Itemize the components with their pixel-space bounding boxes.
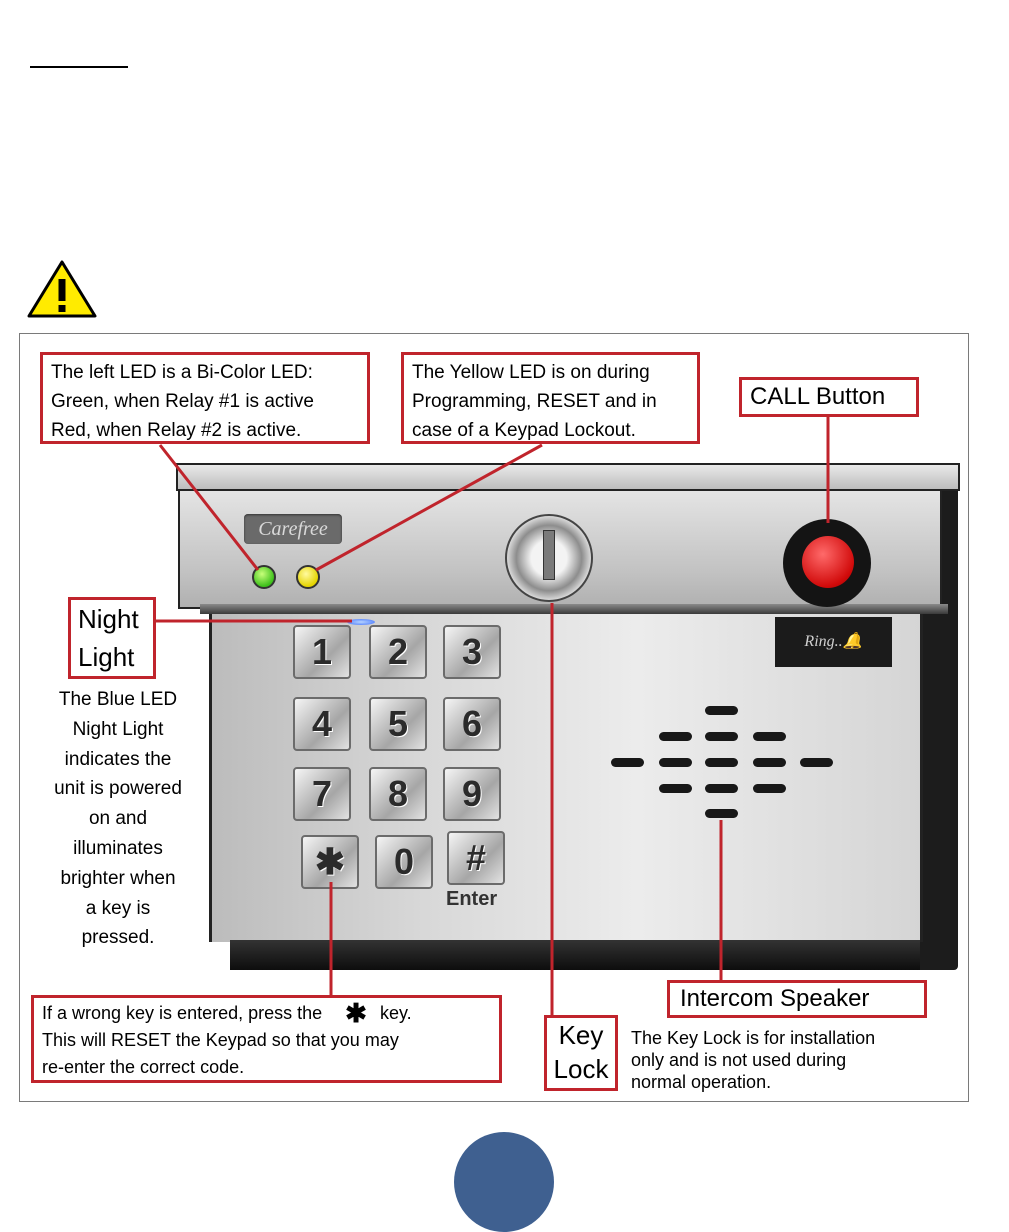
text-line: indicates the (64, 748, 172, 770)
speaker-slot (800, 758, 833, 767)
key-star: ✱ (301, 835, 359, 889)
callout-line: The left LED is a Bi-Color LED: (51, 362, 313, 383)
callout-wrong-key: If a wrong key is entered, press the ✱ k… (31, 995, 502, 1083)
device-top-face (176, 463, 960, 491)
enter-label: Enter (446, 888, 498, 910)
callout-line: re-enter the correct code. (42, 1057, 245, 1077)
callout-line: If a wrong key is entered, press the ✱ k… (42, 1000, 499, 1027)
callout-line: Red, when Relay #2 is active. (51, 420, 302, 441)
key-8: 8 (369, 767, 427, 821)
device-base (230, 940, 920, 970)
text-line: brighter when (60, 867, 176, 889)
key-2: 2 (369, 625, 427, 679)
key-7: 7 (293, 767, 351, 821)
key-lock-description: The Key Lock is for installation only an… (631, 1027, 875, 1093)
speaker-slot (753, 732, 786, 741)
key-0: 0 (375, 835, 433, 889)
callout-yellow-led: The Yellow LED is on during Programming,… (401, 352, 700, 444)
speaker-slot (705, 784, 738, 793)
speaker-slot (753, 758, 786, 767)
callout-line: Key (558, 1020, 604, 1050)
page-number-circle (454, 1132, 554, 1232)
bicolor-led (252, 565, 276, 589)
text-line: a key is (85, 897, 151, 919)
speaker-slot (659, 732, 692, 741)
callout-call-button: CALL Button (739, 377, 919, 417)
callout-text: If a wrong key is entered, press the (42, 1003, 323, 1023)
callout-line: Green, when Relay #1 is active (51, 391, 314, 412)
text-line: Night Light (72, 718, 164, 740)
callout-night-light: Night Light (68, 597, 156, 679)
callout-line: This will RESET the Keypad so that you m… (42, 1030, 399, 1050)
callout-line: Lock (553, 1054, 609, 1084)
callout-line: Programming, RESET and in (412, 391, 657, 412)
key-4: 4 (293, 697, 351, 751)
speaker-slot (659, 758, 692, 767)
callout-line: The Yellow LED is on during (412, 362, 650, 383)
callout-line: Night (78, 604, 139, 634)
callout-key-lock: Key Lock (544, 1015, 618, 1091)
yellow-led (296, 565, 320, 589)
speaker-slot (705, 706, 738, 715)
callout-line: Intercom Speaker (680, 985, 870, 1012)
night-light-description: The Blue LED Night Light indicates the u… (34, 685, 202, 953)
text-line: unit is powered (54, 778, 182, 800)
brand-plate: Carefree (244, 514, 342, 544)
device-separator-lip (200, 604, 948, 614)
text-line: The Blue LED (58, 689, 178, 710)
text-line: normal operation. (631, 1072, 772, 1092)
key-hash: # (447, 831, 505, 885)
text-line: on and (88, 808, 148, 830)
callout-intercom-speaker: Intercom Speaker (667, 980, 927, 1018)
text-line: The Key Lock is for installation (631, 1028, 876, 1048)
key-slot (543, 530, 555, 580)
keypad: 1 2 3 4 5 6 7 8 9 ✱ 0 # (293, 625, 505, 890)
callout-bicolor-led: The left LED is a Bi-Color LED: Green, w… (40, 352, 370, 444)
speaker-slot (705, 758, 738, 767)
key-6: 6 (443, 697, 501, 751)
key-5: 5 (369, 697, 427, 751)
speaker-slot (611, 758, 644, 767)
text-line: illuminates (73, 837, 163, 859)
callout-line: Light (78, 642, 135, 672)
key-9: 9 (443, 767, 501, 821)
asterisk-icon: ✱ (345, 998, 367, 1028)
text-line: pressed. (81, 927, 155, 949)
ring-sticker: Ring..🔔 (775, 617, 892, 667)
key-1: 1 (293, 625, 351, 679)
warning-triangle-icon (27, 260, 97, 318)
key-3: 3 (443, 625, 501, 679)
night-light-led (347, 619, 375, 625)
speaker-slot (705, 732, 738, 741)
speaker-slot (753, 784, 786, 793)
text-line: only and is not used during (631, 1050, 847, 1070)
callout-line: case of a Keypad Lockout. (412, 420, 636, 441)
speaker-slot (659, 784, 692, 793)
call-button (802, 536, 854, 588)
underline-mark (30, 66, 128, 68)
callout-text: key. (379, 1003, 412, 1023)
speaker-slot (705, 809, 738, 818)
callout-line: CALL Button (750, 383, 886, 410)
